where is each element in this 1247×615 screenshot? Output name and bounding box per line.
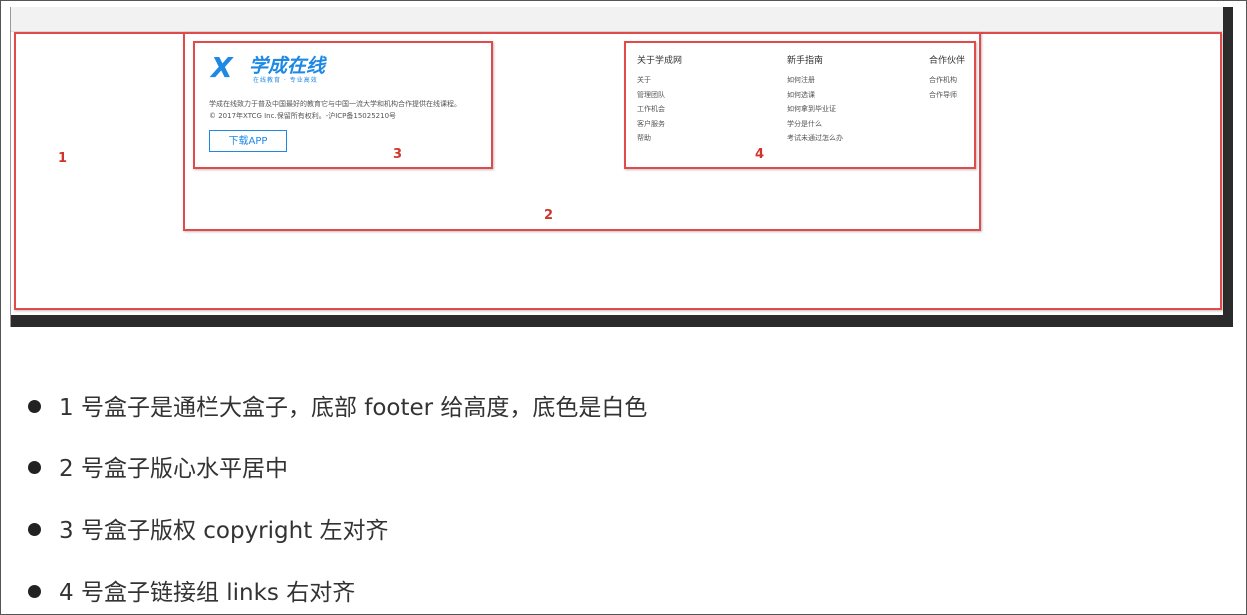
scrollbar-shadow [1223, 7, 1233, 327]
logo-tagline: 在线教育 · 专业高效 [253, 77, 318, 84]
xuecheng-logo[interactable]: X 学成在线 在线教育 · 专业高效 [211, 53, 346, 85]
footer-link[interactable]: 学分是什么 [787, 119, 822, 128]
footer-screenshot: 1 2 3 4 X 学成在线 在线教育 · 专业高效 学成在线致力于普及中国最好… [10, 7, 1233, 327]
bullet-dot-icon [28, 523, 41, 536]
list-item: 2 号盒子版心水平居中 [28, 454, 288, 484]
footer-link[interactable]: 合作导师 [929, 90, 957, 99]
links-column-title: 新手指南 [787, 56, 824, 66]
box-4-links [624, 41, 976, 169]
links-column-title: 合作伙伴 [929, 56, 966, 66]
footer-link[interactable]: 工作机会 [637, 105, 665, 113]
bullet-dot-icon [28, 461, 41, 474]
footer-link[interactable]: 管理团队 [637, 90, 665, 99]
links-column-guide: 新手指南 如何注册 如何选课 如何拿到毕业证 学分是什么 考试未通过怎么办 [787, 55, 843, 146]
annotation-number-4: 4 [755, 147, 765, 162]
list-item: 3 号盒子版权 copyright 左对齐 [28, 516, 389, 546]
copyright-text: 学成在线致力于普及中国最好的教育它与中国一流大学和机构合作提供在线课程。 © 2… [209, 98, 493, 122]
footer-link[interactable]: 如何拿到毕业证 [787, 105, 836, 113]
annotation-number-1: 1 [58, 151, 68, 166]
download-app-button[interactable]: 下载APP [209, 130, 287, 152]
list-item: 1 号盒子是通栏大盒子，底部 footer 给高度，底色是白色 [28, 393, 647, 423]
links-column-partners: 合作伙伴 合作机构 合作导师 [929, 55, 965, 102]
logo-x-icon: X [211, 51, 233, 84]
annotation-number-3: 3 [393, 147, 403, 162]
bullet-dot-icon [28, 400, 41, 413]
list-item-text: 4 号盒子链接组 links 右对齐 [59, 580, 356, 606]
footer-link[interactable]: 关于 [637, 76, 651, 84]
site-description: 学成在线致力于普及中国最好的教育它与中国一流大学和机构合作提供在线课程。 [209, 100, 461, 108]
list-item-text: 2 号盒子版心水平居中 [59, 456, 288, 482]
footer-link[interactable]: 客户服务 [637, 119, 665, 128]
logo-name: 学成在线 [249, 55, 326, 77]
footer-link[interactable]: 合作机构 [929, 76, 957, 84]
list-item-text: 3 号盒子版权 copyright 左对齐 [59, 518, 389, 544]
footer-link[interactable]: 考试未通过怎么办 [787, 134, 843, 142]
box-3-copyright [193, 41, 493, 169]
box-2-centered-container [183, 32, 981, 231]
bullet-dot-icon [28, 585, 41, 598]
links-column-about: 关于学成网 关于 管理团队 工作机会 客户服务 帮助 [637, 55, 682, 146]
list-item: 4 号盒子链接组 links 右对齐 [28, 578, 355, 608]
page-top-strip [11, 7, 1233, 32]
list-item-text: 1 号盒子是通栏大盒子，底部 footer 给高度，底色是白色 [59, 395, 648, 421]
annotation-number-2: 2 [544, 208, 554, 223]
footer-link[interactable]: 如何选课 [787, 90, 815, 99]
links-column-title: 关于学成网 [637, 56, 683, 66]
copyright-line: © 2017年XTCG Inc.保留所有权利。-沪ICP备15025210号 [209, 112, 397, 120]
footer-link[interactable]: 如何注册 [787, 76, 815, 84]
bottom-shadow [11, 315, 1233, 327]
footer-link[interactable]: 帮助 [637, 134, 651, 142]
